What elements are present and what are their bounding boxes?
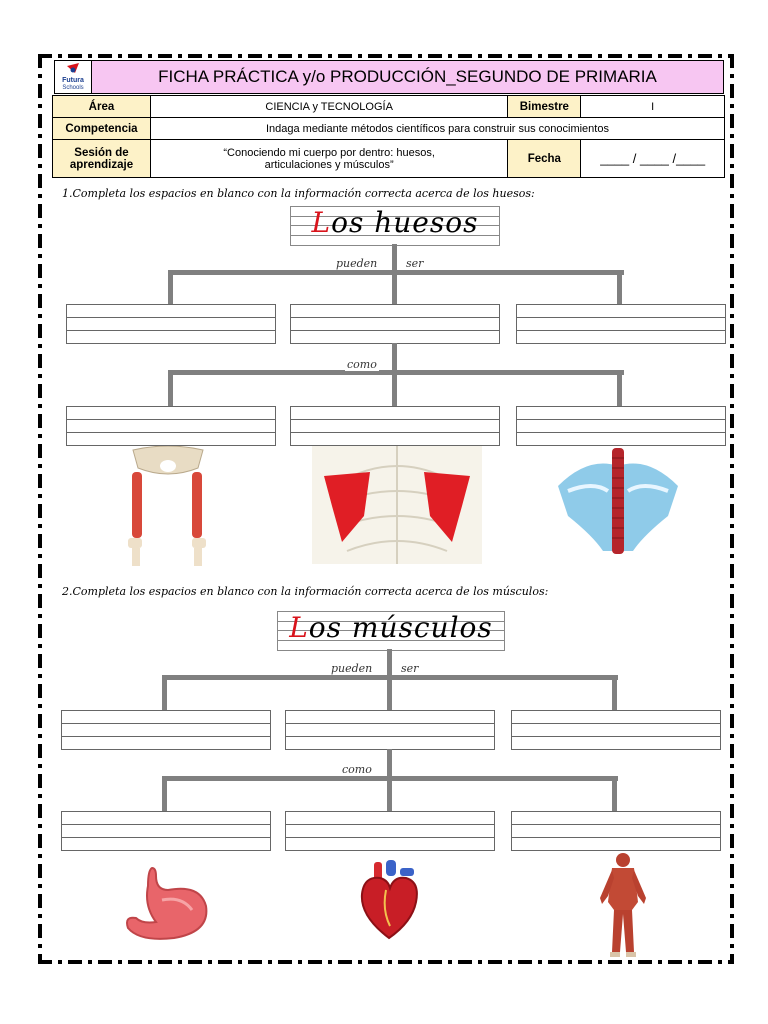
sesion-label: Sesión de aprendizaje [52,139,151,178]
connector [392,370,397,406]
instruction-1: 1.Completa los espacios en blanco con la… [62,187,535,200]
bimestre-label: Bimestre [507,95,582,118]
info-table: Área CIENCIA y TECNOLOGÍA Bimestre I Com… [52,95,726,178]
rocket-icon [67,63,79,73]
title-box-huesos: Los huesos [290,206,500,246]
label-como: como [340,763,374,776]
answer-blank[interactable] [516,304,726,344]
connector [387,649,392,679]
answer-blank[interactable] [285,811,495,851]
answer-blank[interactable] [66,304,276,344]
page-border-top [38,54,734,58]
connector [168,270,173,304]
page-border-left [38,54,42,964]
answer-blank[interactable] [290,304,500,344]
answer-blank[interactable] [511,811,721,851]
area-value: CIENCIA y TECNOLOGÍA [149,95,509,118]
competencia-value: Indaga mediante métodos científicos para… [149,117,726,140]
spine-image [558,448,678,554]
connector [162,675,167,710]
answer-blank[interactable] [511,710,721,750]
connector [617,270,622,304]
label-ser: ser [404,257,426,270]
page-border-right [730,54,734,964]
connector [612,675,617,710]
answer-blank[interactable] [61,811,271,851]
answer-blank[interactable] [516,406,726,446]
connector [617,370,622,406]
page-border-bottom [38,960,734,964]
fecha-label: Fecha [507,139,582,178]
connector [162,776,167,811]
connector [392,244,397,274]
leg-bones-image [128,446,206,566]
connector [392,343,397,374]
connector [387,675,392,710]
connector [392,270,397,304]
fecha-value: ____ / ____ /____ [580,139,725,178]
instruction-2: 2.Completa los espacios en blanco con la… [62,585,549,598]
bimestre-value: I [580,95,725,118]
answer-blank[interactable] [290,406,500,446]
logo-subtext: Schools [62,85,84,91]
answer-blank[interactable] [61,710,271,750]
label-ser: ser [399,662,421,675]
stomach-image [126,866,208,940]
muscular-system-image [600,853,646,957]
label-pueden: pueden [329,662,375,675]
title-box-musculos: Los músculos [277,611,505,651]
answer-blank[interactable] [66,406,276,446]
sesion-value: “Conociendo mi cuerpo por dentro: huesos… [149,139,509,178]
header-banner: Futura Schools FICHA PRÁCTICA y/o PRODUC… [54,60,724,94]
area-label: Área [52,95,151,118]
label-como: como [345,358,379,371]
worksheet-title: FICHA PRÁCTICA y/o PRODUCCIÓN_SEGUNDO DE… [92,61,723,93]
answer-blank[interactable] [285,710,495,750]
connector [387,776,392,811]
connector [168,370,173,406]
connector [387,749,392,780]
label-pueden: pueden [334,257,380,270]
connector [612,776,617,811]
title-musculos: Los músculos [289,611,493,644]
logo-text: Futura [62,77,84,84]
competencia-label: Competencia [52,117,151,140]
shoulder-blades-image [312,446,482,564]
title-huesos: Los huesos [311,206,479,239]
school-logo: Futura Schools [55,61,92,93]
heart-image [360,860,418,940]
